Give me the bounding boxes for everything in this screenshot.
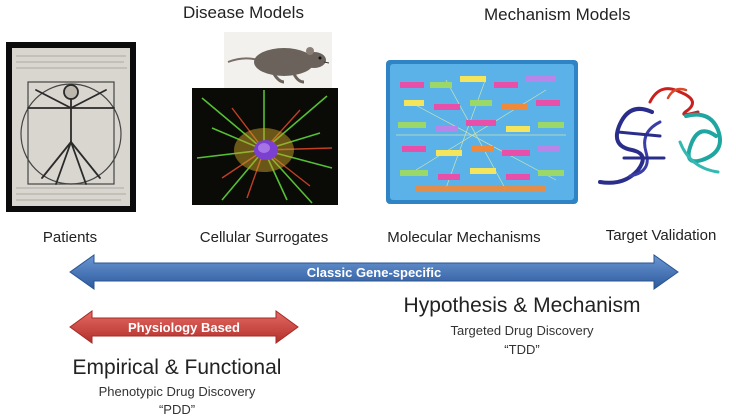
label-target-validation: Target Validation xyxy=(605,227,717,244)
physiology-based-arrow: Physiology Based xyxy=(69,310,299,344)
protein-structure-image xyxy=(598,87,722,185)
targeted-drug-discovery-label: Targeted Drug Discovery xyxy=(450,323,594,338)
empirical-functional-title: Empirical & Functional xyxy=(72,356,282,379)
label-patients: Patients xyxy=(42,229,98,246)
pdd-abbreviation: “PDD” xyxy=(158,402,196,417)
vitruvian-man-image xyxy=(6,42,136,212)
header-disease-models: Disease Models xyxy=(183,3,304,22)
label-cellular-surrogates: Cellular Surrogates xyxy=(199,229,329,246)
header-mechanism-models: Mechanism Models xyxy=(484,5,631,24)
classic-gene-specific-arrow: Classic Gene-specific xyxy=(69,254,679,290)
classic-arrow-label: Classic Gene-specific xyxy=(307,265,441,280)
hypothesis-mechanism-title: Hypothesis & Mechanism xyxy=(403,294,641,317)
pathway-map-image xyxy=(386,60,578,204)
tdd-abbreviation: “TDD” xyxy=(504,342,540,357)
physiology-arrow-label: Physiology Based xyxy=(128,320,240,335)
cell-fluorescence-image xyxy=(192,88,338,205)
phenotypic-drug-discovery-label: Phenotypic Drug Discovery xyxy=(98,384,256,399)
rat-image xyxy=(224,32,332,90)
label-molecular-mechanisms: Molecular Mechanisms xyxy=(387,229,541,246)
